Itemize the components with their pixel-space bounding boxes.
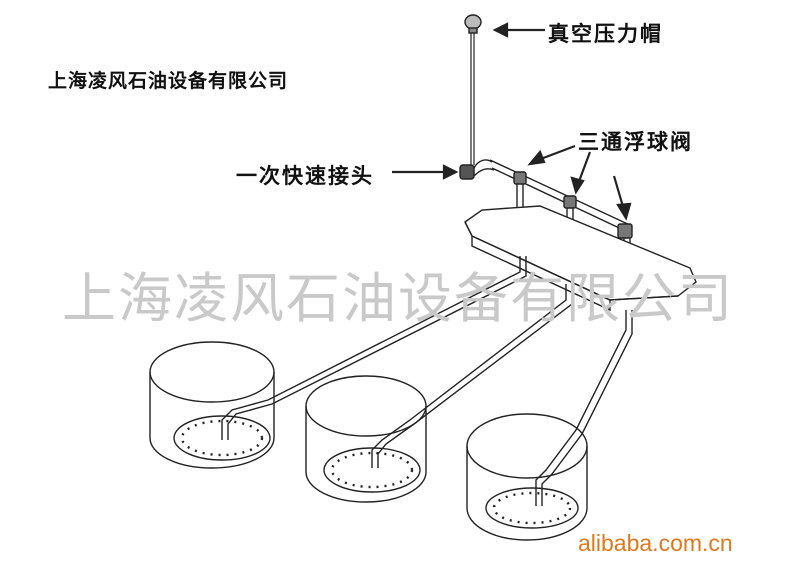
quick-coupling-icon (459, 159, 495, 180)
company-watermark: 上海凌风石油设备有限公司 (62, 267, 734, 330)
vacuum-cap-icon (464, 14, 482, 34)
company-name: 上海凌风石油设备有限公司 (48, 70, 289, 92)
pipe-to-tank-1 (221, 256, 527, 440)
tank-3 (466, 413, 588, 541)
pipe-to-tank-2 (371, 284, 573, 468)
quick-coupling-label: 一次快速接头 (236, 164, 374, 188)
platform-slab (464, 205, 697, 312)
site-watermark: alibaba.com.cn (578, 530, 733, 556)
vacuum-cap-label: 真空压力帽 (548, 22, 663, 46)
tank-1 (149, 341, 275, 469)
tank-2 (305, 375, 427, 503)
arrow-to-vacuum-cap (492, 22, 545, 38)
arrows-to-float-valves (527, 144, 632, 221)
float-valve-label: 三通浮球阀 (578, 130, 693, 154)
arrow-to-quick-coupling (392, 164, 459, 180)
pipe-to-tank-3 (535, 310, 633, 506)
vent-pipe (470, 30, 475, 165)
